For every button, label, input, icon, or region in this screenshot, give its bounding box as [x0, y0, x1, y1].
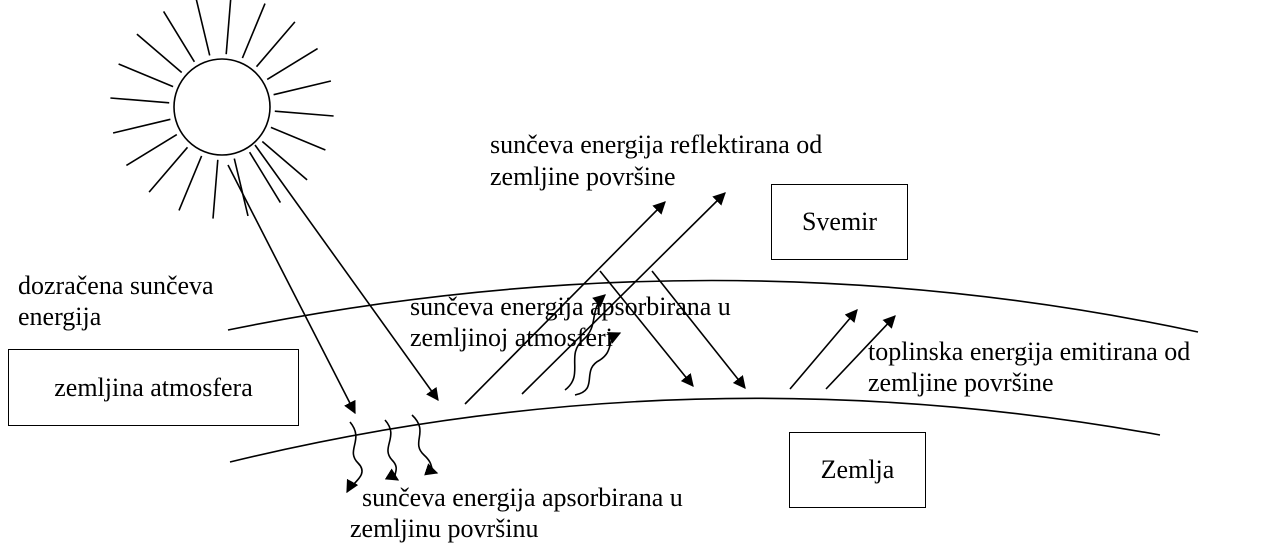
sun-ray [225, 0, 232, 55]
incoming-ray-arrow [254, 144, 439, 402]
sun-ray [212, 159, 219, 219]
thermal-emission-label: toplinska energija emitirana od [868, 337, 1191, 366]
sun-ray [178, 155, 203, 211]
reflected-ray-arrow [464, 201, 666, 405]
thermal-emission-arrow [789, 309, 858, 390]
sun-ray [136, 33, 183, 74]
reflected-down-arrow [651, 270, 746, 390]
sun-ray [125, 133, 178, 167]
sun-ray [274, 110, 334, 117]
thermal-emission-arrow [825, 315, 896, 390]
sun-ray [273, 80, 332, 96]
reflected-energy-label: zemljine površine [490, 162, 676, 191]
surface-absorption-wave [384, 419, 400, 481]
incoming-ray-arrow [227, 164, 356, 415]
sun-icon [110, 0, 334, 219]
surface-absorption-wave [346, 421, 363, 494]
sun-ray [195, 0, 211, 56]
sun-ray [255, 21, 296, 68]
surface-absorption-wave [411, 414, 439, 476]
sun-ray [148, 146, 189, 193]
reflected-down-arrow [599, 270, 694, 387]
thermal-emission-label: zemljine površine [868, 368, 1054, 397]
atmosphere-absorbed-label: zemljinoj atmosferi [410, 323, 613, 352]
earth-atmosphere-box: zemljina atmosfera [8, 349, 299, 426]
space-box: Svemir [771, 184, 908, 260]
sun-ray [248, 151, 282, 204]
sun-ray [162, 10, 196, 63]
sun-ray [112, 118, 171, 134]
sun-ray [270, 126, 326, 151]
irradiated-energy-label: energija [18, 302, 102, 331]
earth-box: Zemlja [789, 432, 926, 508]
sun-ray [118, 63, 174, 88]
sun-ray [241, 3, 266, 59]
earth-surface-line [229, 397, 1161, 463]
atmosphere-absorption-wave [564, 294, 606, 391]
surface-absorbed-label: zemljinu površinu [350, 514, 539, 543]
sun-ray [266, 47, 319, 81]
atmosphere-absorption-wave [574, 332, 622, 396]
atmosphere-boundary-line [227, 279, 1199, 333]
sun-ray [110, 97, 170, 104]
surface-absorbed-label: sunčeva energija apsorbirana u [362, 483, 683, 512]
reflected-energy-label: sunčeva energija reflektirana od [490, 130, 823, 159]
sun-ray [233, 158, 249, 217]
irradiated-energy-label: dozračena sunčeva [18, 271, 214, 300]
reflected-ray-arrow [521, 192, 726, 395]
sun-ray [261, 140, 308, 181]
atmosphere-absorbed-label: sunčeva energija apsorbirana u [410, 292, 731, 321]
